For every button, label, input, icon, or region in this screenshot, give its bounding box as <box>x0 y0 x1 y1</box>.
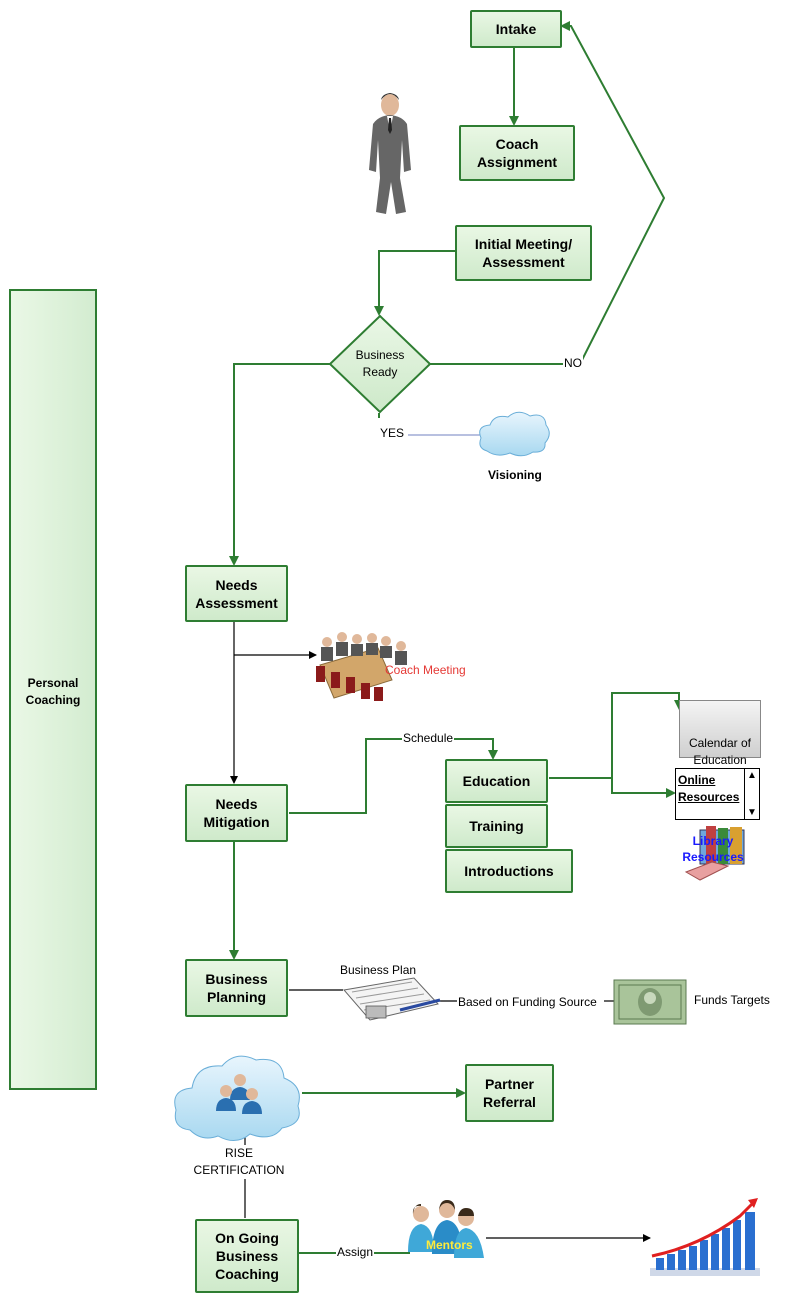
initial-meeting-box[interactable]: Initial Meeting/ Assessment <box>455 225 592 281</box>
no-label: NO <box>563 356 583 370</box>
assign-label: Assign <box>336 1245 375 1259</box>
coach-meeting-icon <box>316 632 407 701</box>
needs-assessment-box[interactable]: Needs Assessment <box>185 565 288 622</box>
coach-assignment-box[interactable]: Coach Assignment <box>459 125 575 181</box>
rise-cloud-icon <box>174 1055 300 1141</box>
swimlane-label: Personal Coaching <box>25 676 81 707</box>
scrollbar[interactable]: ▲ ▼ <box>744 769 759 819</box>
library-resources-label: Library Resources <box>682 834 744 864</box>
business-plan-label: Business Plan <box>340 963 417 977</box>
yes-label: YES <box>380 426 405 440</box>
money-icon <box>613 979 687 1025</box>
initial-to-decision-connector <box>374 250 455 316</box>
decision-to-needs-connector <box>229 363 330 566</box>
online-resources-list[interactable]: Online Resources ▲ ▼ <box>675 768 760 820</box>
business-ready-decision <box>328 314 432 414</box>
calendar-of-education[interactable]: Calendar of Education <box>679 700 761 767</box>
education-box[interactable]: Education <box>445 759 548 803</box>
no-loop-connector <box>430 21 666 365</box>
personal-coaching-swimlane: Personal Coaching <box>9 289 97 1090</box>
scroll-up-icon[interactable]: ▲ <box>747 770 757 781</box>
growth-chart-icon <box>650 1198 760 1276</box>
intake-box[interactable]: Intake <box>470 10 562 48</box>
introductions-box[interactable]: Introductions <box>445 849 573 893</box>
needs-mitigation-box[interactable]: Needs Mitigation <box>185 784 288 842</box>
mentors-label: Mentors <box>426 1238 473 1252</box>
business-planning-box[interactable]: Business Planning <box>185 959 288 1017</box>
training-box[interactable]: Training <box>445 804 548 848</box>
funds-targets-label: Funds Targets <box>694 993 770 1007</box>
partner-referral-box[interactable]: Partner Referral <box>465 1064 554 1122</box>
calendar-label: Calendar of Education <box>688 736 752 767</box>
business-plan-icon <box>343 977 441 1021</box>
education-to-online-connector <box>611 778 676 798</box>
schedule-connector <box>289 738 498 814</box>
ongoing-coaching-box[interactable]: On Going Business Coaching <box>195 1219 299 1293</box>
black-connectors <box>230 622 651 1242</box>
library-books-icon <box>684 826 745 881</box>
visioning-label: Visioning <box>488 468 542 482</box>
schedule-label: Schedule <box>402 731 455 745</box>
online-resources-label[interactable]: Online Resources <box>678 773 740 804</box>
funding-source-label: Based on Funding Source <box>458 995 597 1009</box>
businessman-icon <box>369 93 411 214</box>
mentors-icon <box>408 1200 484 1258</box>
connectors <box>229 21 684 1254</box>
visioning-cloud-icon <box>479 411 550 457</box>
rise-certification-label: RISE CERTIFICATION <box>184 1145 294 1179</box>
scroll-down-icon[interactable]: ▼ <box>747 807 757 818</box>
business-ready-label: Business Ready <box>355 348 405 379</box>
coach-meeting-label: Coach Meeting <box>385 663 466 677</box>
education-to-calendar-connector <box>549 692 684 779</box>
